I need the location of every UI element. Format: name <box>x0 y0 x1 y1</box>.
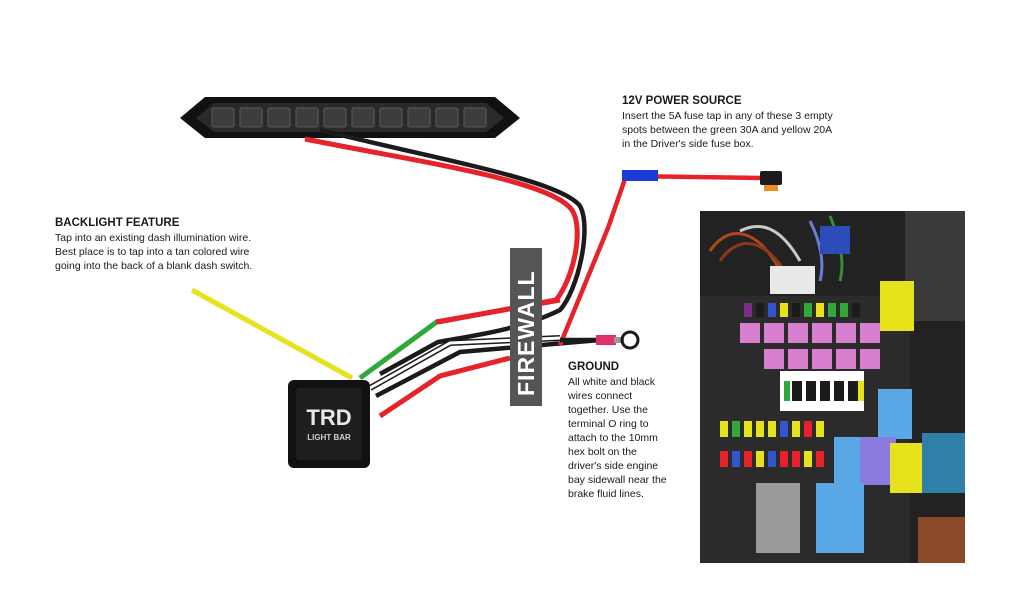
ground-line: driver's side engine <box>568 460 659 472</box>
ground-line: terminal O ring to <box>568 418 649 430</box>
ground-ring-terminal <box>560 330 640 350</box>
wire-black-ground <box>374 337 601 398</box>
wire-green <box>358 318 440 381</box>
backlight-line: Best place is to tap into a tan colored … <box>55 246 250 258</box>
wire-yellow-backlight <box>190 287 354 381</box>
ground-line: wires connect <box>568 390 633 402</box>
ground-line: together. Use the <box>568 404 648 416</box>
switch-subtitle: LIGHT BAR <box>307 433 351 442</box>
backlight-feature-label: BACKLIGHT FEATURE Tap into an existing d… <box>55 216 295 273</box>
wire-heatshrink-blue <box>622 170 658 181</box>
ground-heading: GROUND <box>568 361 620 373</box>
power-source-line: spots between the green 30A and yellow 2… <box>622 124 833 136</box>
firewall: FIREWALL <box>510 248 542 406</box>
ground-line: brake fluid lines. <box>568 488 644 500</box>
ground-line: bay sidewall near the <box>568 474 667 486</box>
power-source-line: Insert the 5A fuse tap in any of these 3… <box>622 110 833 122</box>
ground-label: GROUND All white and black wires connect… <box>568 360 686 501</box>
wire-power-red <box>557 173 763 346</box>
firewall-label: FIREWALL <box>513 270 539 396</box>
wire-lightbar-black <box>319 127 587 376</box>
power-source-line: in the Driver's side fuse box. <box>622 138 754 150</box>
power-source-heading: 12V POWER SOURCE <box>622 95 742 107</box>
backlight-line: going into the back of a blank dash swit… <box>55 260 253 272</box>
fuse-box-photo <box>700 211 965 563</box>
fuse-tap <box>760 171 782 191</box>
backlight-heading: BACKLIGHT FEATURE <box>55 217 180 229</box>
wire-red-switch <box>378 355 511 419</box>
led-light-bar <box>180 97 520 138</box>
ground-line: attach to the 10mm <box>568 432 658 444</box>
wire-lightbar-red <box>304 136 580 325</box>
ground-line: hex bolt on the <box>568 446 637 458</box>
ground-line: All white and black <box>568 376 655 388</box>
trd-switch: TRD LIGHT BAR <box>288 380 370 468</box>
backlight-line: Tap into an existing dash illumination w… <box>55 232 252 244</box>
switch-brand: TRD <box>306 405 351 430</box>
power-source-label: 12V POWER SOURCE Insert the 5A fuse tap … <box>622 94 862 151</box>
